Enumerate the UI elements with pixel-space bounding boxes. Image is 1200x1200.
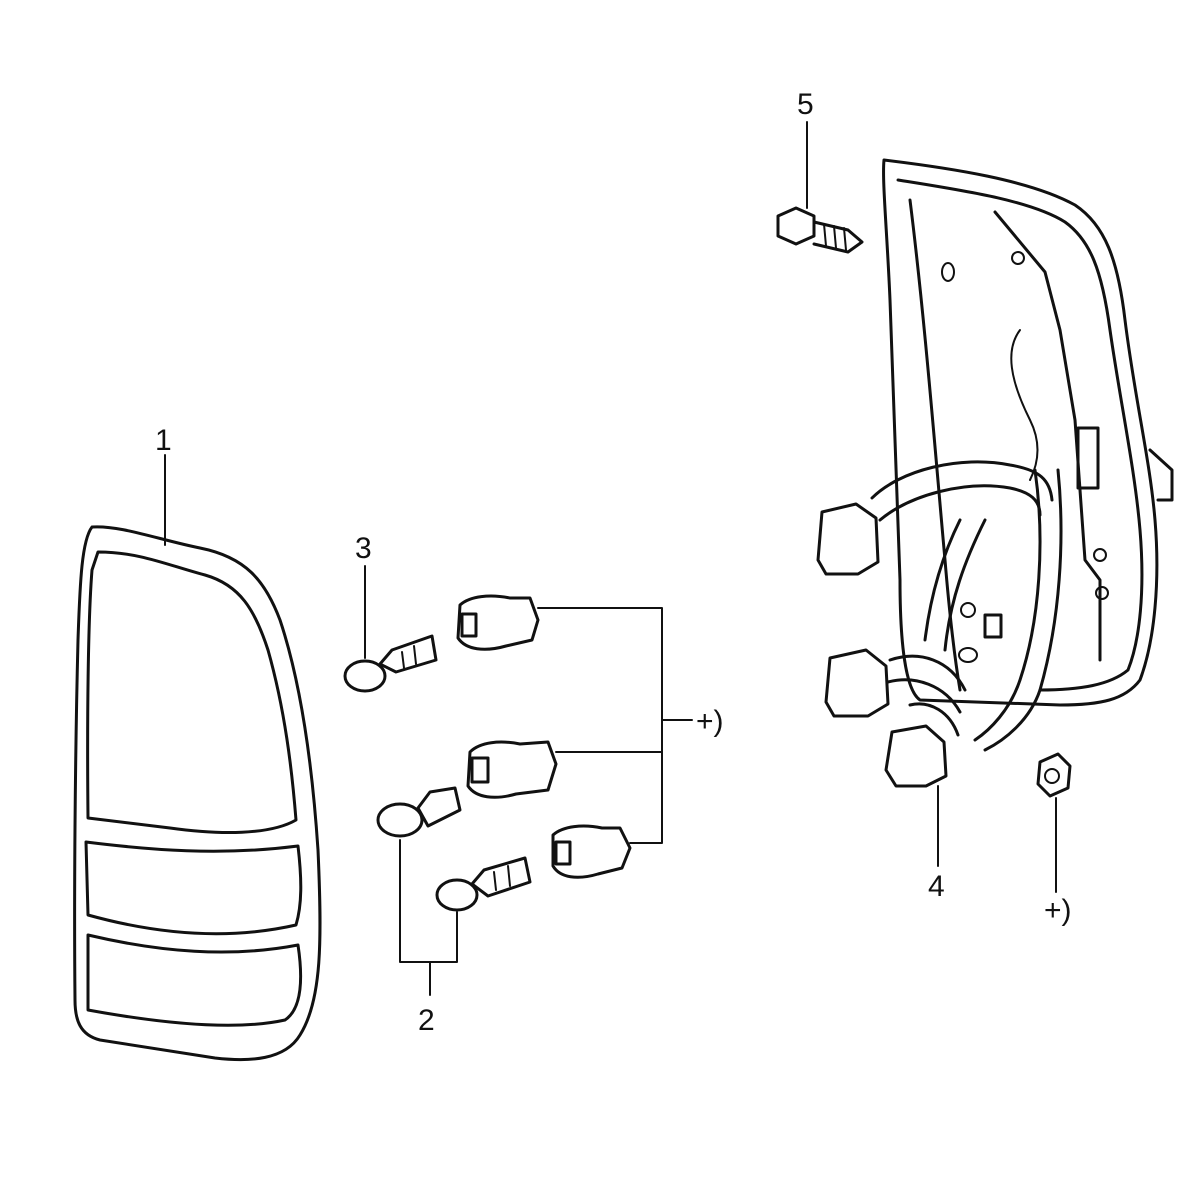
callout-plus-nut: +) bbox=[1044, 894, 1072, 927]
callout-5: 5 bbox=[797, 88, 814, 121]
socket-lower bbox=[551, 824, 632, 879]
bulb-2-upper bbox=[376, 786, 462, 838]
callout-1: 1 bbox=[155, 424, 172, 457]
callout-3: 3 bbox=[355, 532, 372, 565]
socket-middle bbox=[466, 740, 558, 799]
leader-bracket-sockets bbox=[537, 607, 693, 844]
callout-4: 4 bbox=[928, 870, 945, 903]
lamp-housing-4 bbox=[816, 158, 1174, 788]
screw-5 bbox=[776, 206, 864, 254]
callout-plus-sockets: +) bbox=[696, 705, 724, 738]
leader-bracket-2 bbox=[399, 839, 458, 996]
bulb-2-lower bbox=[435, 856, 532, 912]
nut-plus bbox=[1036, 752, 1072, 798]
tail-lamp-lens bbox=[73, 525, 322, 1062]
bulb-3 bbox=[343, 634, 438, 693]
socket-upper bbox=[456, 594, 540, 651]
callout-2: 2 bbox=[418, 1004, 435, 1037]
